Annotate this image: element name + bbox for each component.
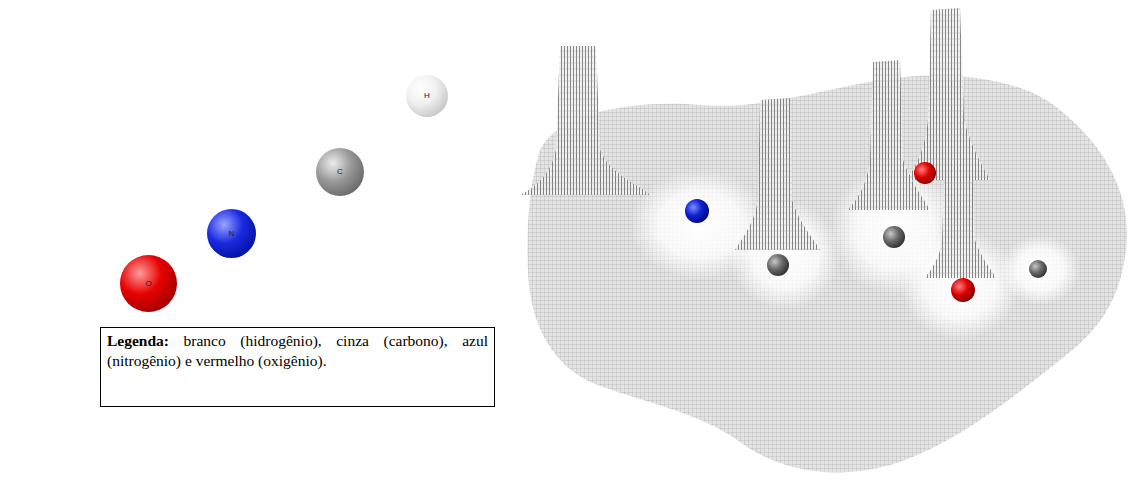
carbon-atom: C xyxy=(316,148,364,196)
legend-heading: Legenda: xyxy=(107,332,169,349)
atom-label: H xyxy=(424,92,430,100)
atom-label: C xyxy=(337,168,343,176)
atom-label: O xyxy=(145,280,151,288)
legend-box: Legenda: branco (hidrogênio), cinza (car… xyxy=(100,327,495,407)
atom-label: N xyxy=(229,230,235,238)
oxygen-atom: O xyxy=(120,255,177,312)
hydrogen-atom: H xyxy=(406,75,448,117)
nitrogen-atom: N xyxy=(207,209,256,258)
